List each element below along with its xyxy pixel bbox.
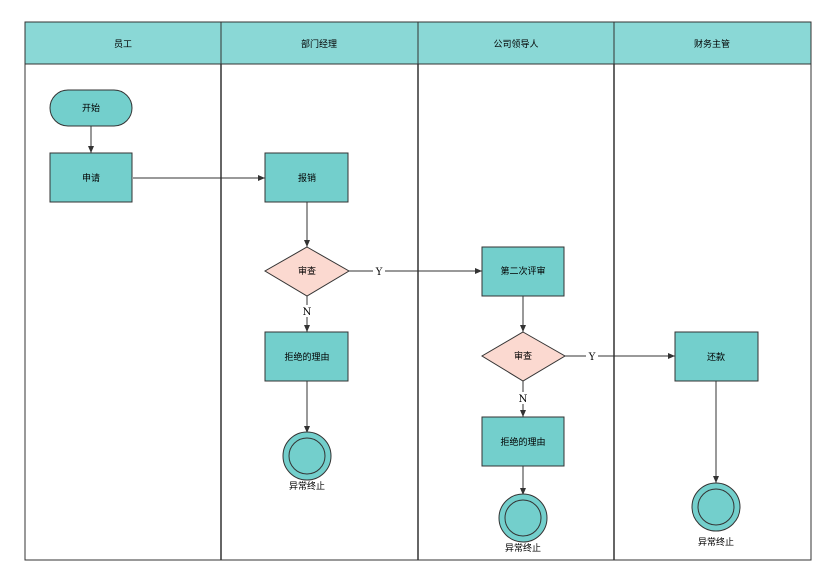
- end1-label: 异常终止: [289, 480, 325, 492]
- reject1-process[interactable]: [264, 331, 349, 382]
- lane-label-employee: 员工: [114, 39, 132, 50]
- review1-decision[interactable]: [264, 246, 350, 297]
- lane-header-finance-head: [613, 21, 812, 65]
- edge-label-review2-yes: Y: [588, 352, 596, 363]
- lane-headers: 员工 部门经理 公司领导人 财务主管: [24, 21, 812, 65]
- reimburse-process[interactable]: [264, 152, 349, 203]
- lane-label-company-leader: 公司领导人: [493, 38, 538, 50]
- reject2-process[interactable]: [481, 416, 565, 467]
- review2-decision[interactable]: [481, 331, 566, 382]
- label-bg: [301, 305, 313, 317]
- apply-process[interactable]: [49, 152, 133, 203]
- end2-label: 异常终止: [505, 542, 541, 554]
- edge-label-review1-yes: Y: [375, 267, 383, 278]
- second-review-process[interactable]: [481, 246, 565, 297]
- edge-label-review2-no: N: [519, 394, 528, 405]
- label-bg: [373, 265, 385, 277]
- apply-label: 申请: [82, 172, 100, 184]
- lane-label-finance-head: 财务主管: [694, 38, 730, 50]
- edge-labels: Y N Y N: [301, 265, 598, 405]
- label-bg: [586, 350, 598, 362]
- end3-label: 异常终止: [698, 536, 734, 548]
- lane-header-employee: [24, 21, 222, 65]
- review1-label: 审查: [298, 265, 316, 277]
- edges: [88, 126, 719, 495]
- second-review-label: 第二次评审: [500, 265, 545, 277]
- repay-label: 还款: [707, 351, 725, 363]
- label-bg: [517, 392, 529, 404]
- edge-label-review1-no: N: [303, 307, 312, 318]
- lane-bodies: [24, 63, 812, 561]
- review2-label: 审查: [514, 350, 532, 362]
- end3-inner-ring: [697, 488, 735, 526]
- lane-header-company-leader: [417, 21, 615, 65]
- end2-inner-ring: [504, 499, 542, 537]
- lane-header-dept-manager: [220, 21, 419, 65]
- reimburse-label: 报销: [298, 172, 316, 184]
- reject2-label: 拒绝的理由: [500, 436, 545, 448]
- repay-process[interactable]: [674, 331, 759, 382]
- start-label: 开始: [82, 102, 100, 114]
- end1-inner-ring: [288, 437, 326, 475]
- nodes: 开始 申请 报销 审查 拒绝的理由 异常终止 第二次评审 审查 拒绝的理由 异常…: [49, 89, 759, 554]
- lane-label-dept-manager: 部门经理: [301, 38, 337, 50]
- reject1-label: 拒绝的理由: [284, 351, 329, 363]
- start-terminal[interactable]: [49, 89, 133, 127]
